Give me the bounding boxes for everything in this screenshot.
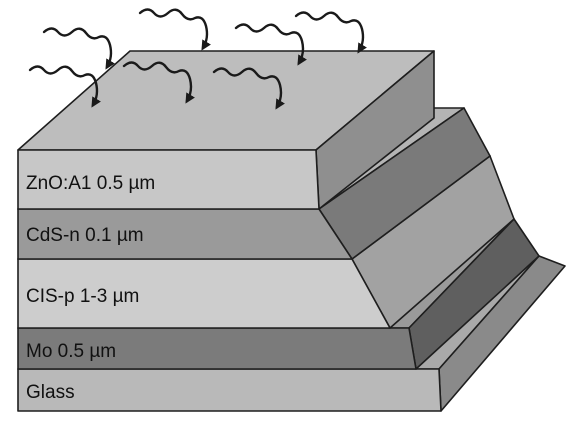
layer-zno-label: ZnO:A1 0.5 µm	[26, 173, 155, 194]
layer-cis-label: CIS-p 1-3 µm	[26, 286, 139, 307]
layer-glass-label: Glass	[26, 382, 75, 403]
wavy-arrow-icon	[294, 11, 367, 54]
layer-glass-front	[17, 368, 442, 412]
wavy-arrow-icon	[28, 65, 101, 108]
wavy-arrow-icon	[42, 27, 115, 70]
layer-zno: ZnO:A1 0.5 µm	[17, 50, 435, 210]
wavy-arrow-icon	[122, 61, 195, 104]
layer-zno-front	[17, 149, 320, 210]
wavy-arrow-icon	[138, 8, 211, 51]
layer-mo-label: Mo 0.5 µm	[26, 341, 116, 362]
incident-light-group	[28, 8, 367, 110]
wavy-arrow-icon	[212, 67, 285, 110]
layer-cds-label: CdS-n 0.1 µm	[26, 225, 144, 246]
wavy-arrow-icon	[234, 23, 307, 66]
